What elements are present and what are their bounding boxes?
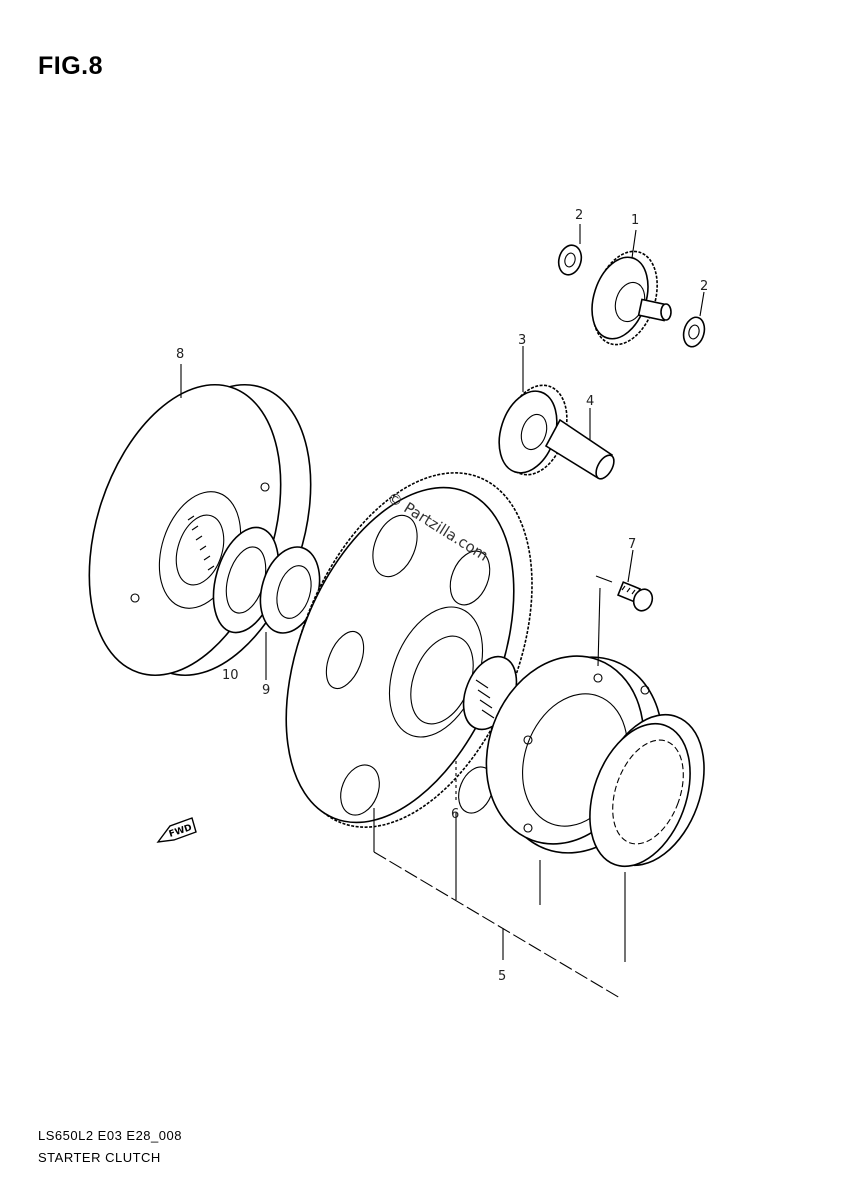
figure-title: FIG.8 [38,52,104,80]
part-6-starter-driven-gear[interactable] [240,437,580,863]
diagram-name: STARTER CLUTCH [38,1150,161,1165]
callout-10: 10 [222,668,239,683]
leader-lines [180,224,705,999]
diagram-code: LS650L2 E03 E28_008 [38,1128,182,1143]
callout-8: 8 [176,347,184,362]
forward-arrow-icon: FWD [156,817,197,843]
callout-3: 3 [518,333,526,348]
callout-2-lower: 2 [700,279,708,294]
part-2-washer-lower[interactable] [680,315,707,349]
part-2-washer-upper[interactable] [555,243,584,278]
callout-9: 9 [262,683,270,698]
callout-4: 4 [586,394,594,409]
part-1-starter-idle-gear[interactable] [582,243,672,353]
part-3-starter-idle-gear-2[interactable] [489,377,577,483]
callout-2-upper: 2 [575,208,583,223]
callout-1: 1 [631,213,639,228]
callout-5: 5 [498,969,506,984]
callout-6: 6 [451,807,459,822]
part-5-sprag-clutch[interactable] [571,700,723,881]
callout-7: 7 [628,537,636,552]
part-7-bolt[interactable] [616,581,655,613]
part-4-shaft[interactable] [544,418,618,482]
